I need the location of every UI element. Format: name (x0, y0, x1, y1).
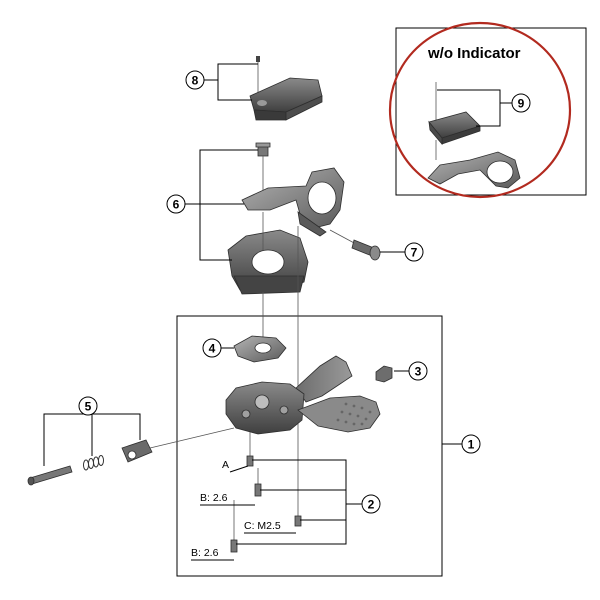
washer-plate-part (233, 335, 287, 363)
callout-8-circle (185, 70, 205, 90)
screw-label-b-lower: B: 2.6 (191, 547, 219, 559)
inset-highlight-ring (388, 21, 572, 199)
callout-6-bracket (199, 149, 258, 261)
callout-5-circle (78, 396, 98, 416)
clamp-bolt-part (329, 229, 381, 261)
callout-8-label: 8 (192, 74, 199, 88)
callout-6-label: 6 (173, 198, 180, 212)
small-cap-part (375, 365, 393, 383)
screw-set (230, 432, 302, 553)
callout-2-circle (361, 494, 381, 514)
callout-2-label: 2 (368, 498, 375, 512)
callout-6-circle (166, 194, 186, 214)
callout-2-bracket (236, 459, 347, 545)
inset-panel: w/o Indicator 9 (388, 21, 587, 199)
screw-label-a: A (222, 459, 229, 471)
lever-grip-texture (336, 402, 372, 426)
callout-9-bracket (437, 89, 501, 127)
callout-7-label: 7 (411, 246, 418, 260)
callout-1-label: 1 (468, 438, 475, 452)
callout-3-label: 3 (415, 365, 422, 379)
callout-4-label: 4 (209, 342, 216, 356)
callout-5-label: 5 (85, 400, 92, 414)
callout-4-circle (202, 338, 222, 358)
callout-9-label: 9 (518, 97, 525, 111)
screw-label-c: C: M2.5 (244, 520, 281, 532)
spring-coil (83, 455, 104, 471)
main-assembly-frame (176, 315, 443, 577)
inset-title: w/o Indicator (427, 45, 521, 62)
callout-1-circle (461, 434, 481, 454)
callout-7-circle (404, 242, 424, 262)
inset-cover-without-indicator (427, 82, 521, 189)
shifter-lever-body (225, 355, 381, 435)
cable-adjuster-part (27, 427, 235, 486)
callout-8-bracket (217, 63, 258, 101)
indicator-cover-part (249, 56, 323, 121)
screw-label-b-upper: B: 2.6 (200, 492, 228, 504)
callout-3-circle (408, 361, 428, 381)
callout-9-circle (511, 93, 531, 113)
upper-housing-assembly (227, 142, 345, 295)
